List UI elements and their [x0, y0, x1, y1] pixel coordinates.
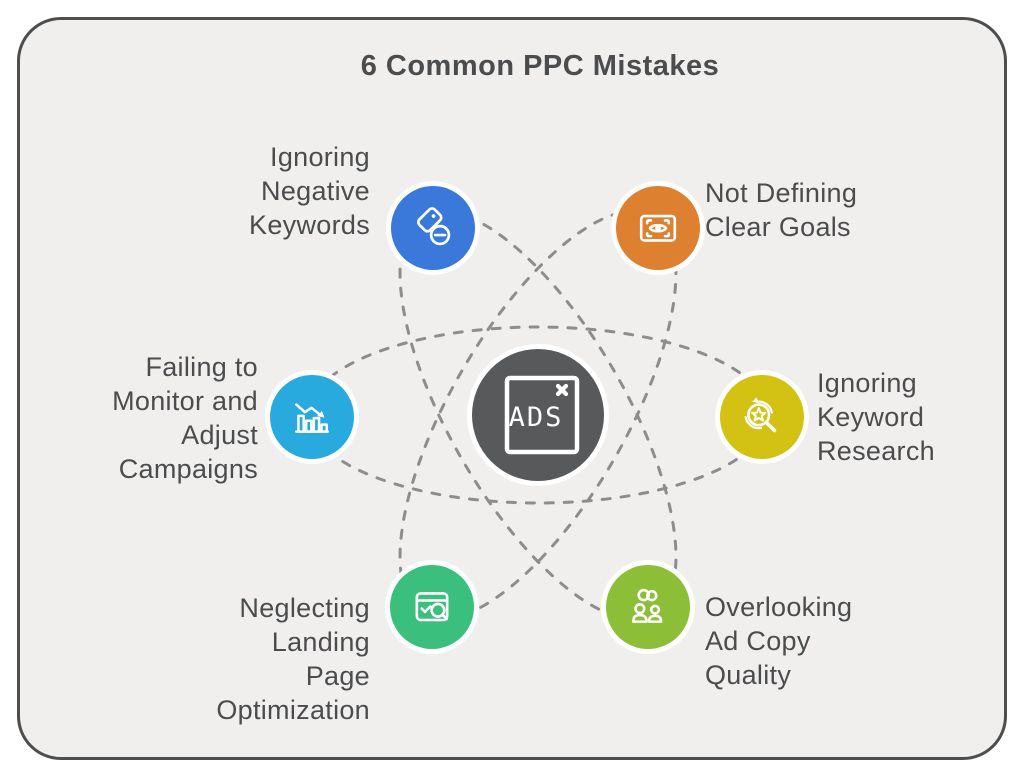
node-label-monitor-campaigns: Failing to Monitor and Adjust Campaigns: [112, 352, 258, 484]
ad-copy-team-icon: [632, 588, 663, 623]
close-icon: [555, 383, 569, 397]
declining-chart-icon: [295, 403, 329, 433]
node-label-ad-copy: Overlooking Ad Copy Quality: [705, 592, 853, 690]
negative-keyword-tag-icon: [416, 207, 451, 246]
center-circle-ads: ADS: [472, 349, 604, 481]
node-label-keyword-research: Ignoring Keyword Research: [817, 368, 935, 466]
node-label-landing-page: Neglecting Landing Page Optimization: [216, 593, 370, 725]
keyword-search-icon: [744, 397, 777, 433]
node-label-clear-goals: Not Defining Clear Goals: [705, 178, 858, 242]
ads-label: ADS: [509, 402, 564, 433]
node-circle-clear-goals: [616, 186, 700, 270]
node-circle-landing-page: [390, 565, 474, 649]
node-circle-ad-copy: [606, 565, 690, 649]
landing-page-search-icon: [415, 592, 449, 622]
page-title: 6 Common PPC Mistakes: [360, 50, 720, 82]
node-circle-negative-keywords: [391, 186, 475, 270]
node-circle-keyword-research: [720, 375, 804, 459]
goal-vision-icon: [639, 214, 677, 242]
node-circle-monitor-campaigns: [270, 375, 354, 459]
ads-window-icon: ADS: [504, 375, 580, 455]
node-label-negative-keywords: Ignoring Negative Keywords: [249, 142, 370, 240]
